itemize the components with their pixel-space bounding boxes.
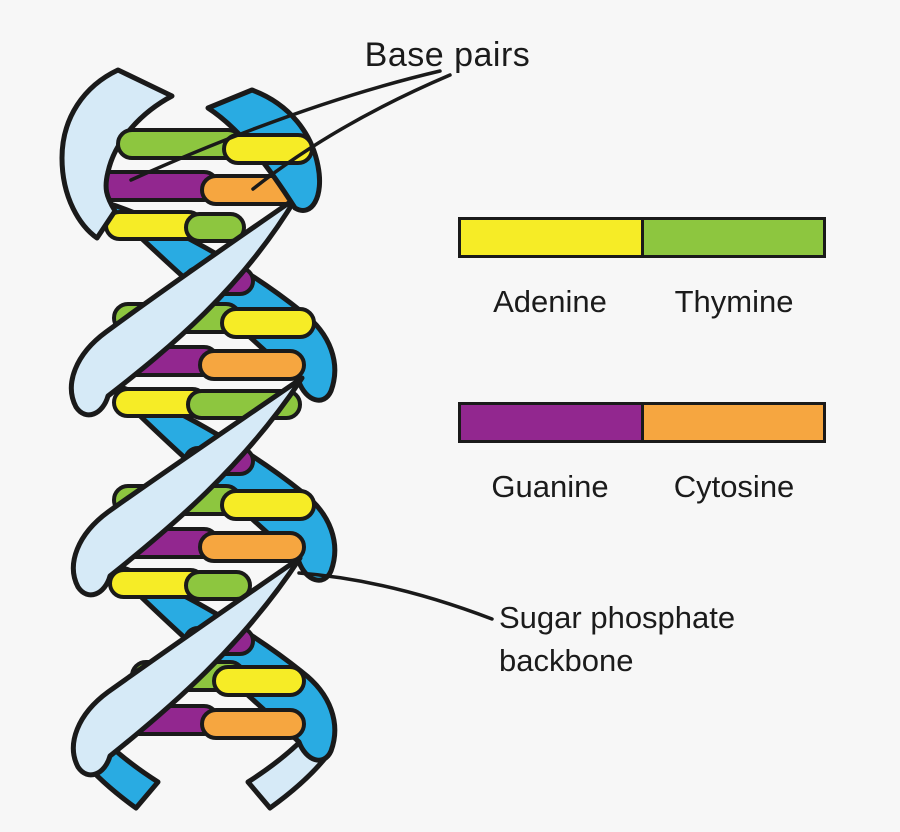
- strand-front-band-2: [71, 375, 305, 598]
- strand-front-band-3: [71, 555, 303, 778]
- thymine-color-swatch: [640, 220, 823, 255]
- base-A-segment: [220, 307, 316, 339]
- base-T-segment: [184, 212, 246, 243]
- sugar-phosphate-label-line2: backbone: [499, 642, 634, 678]
- adenine-color-swatch: [461, 220, 641, 255]
- base-pairs-pointer-line-1: [129, 69, 442, 182]
- cytosine-color-swatch: [640, 405, 823, 440]
- legend-labels-adenine-thymine: Adenine Thymine: [458, 284, 826, 320]
- base-pairs-label: Base pairs: [364, 36, 531, 74]
- base-pair-bar: [104, 210, 246, 243]
- base-A-segment: [222, 133, 314, 165]
- guanine-label: Guanine: [491, 469, 609, 504]
- base-A-segment: [220, 489, 316, 521]
- base-T-segment: [184, 570, 252, 601]
- legend-bar-guanine-cytosine: [458, 402, 826, 443]
- strand-front-band-1: [69, 195, 299, 418]
- legend-labels-guanine-cytosine: Guanine Cytosine: [458, 469, 826, 505]
- cytosine-label: Cytosine: [673, 469, 795, 504]
- sugar-phosphate-pointer-line: [297, 571, 494, 621]
- base-A-segment: [212, 665, 306, 697]
- guanine-color-swatch: [461, 405, 641, 440]
- base-C-segment: [198, 531, 306, 563]
- legend-bar-adenine-thymine: [458, 217, 826, 258]
- sugar-phosphate-label-line1: Sugar phosphate: [499, 600, 736, 635]
- sugar-phosphate-backbone-label: Sugar phosphate backbone: [499, 597, 799, 683]
- base-C-segment: [200, 708, 306, 740]
- thymine-label: Thymine: [674, 284, 794, 319]
- base-pairs-pointer-line-2: [251, 73, 452, 191]
- adenine-label: Adenine: [493, 284, 607, 319]
- base-pair-bar: [108, 568, 252, 601]
- base-pair-bar: [116, 128, 314, 165]
- base-C-segment: [198, 349, 306, 381]
